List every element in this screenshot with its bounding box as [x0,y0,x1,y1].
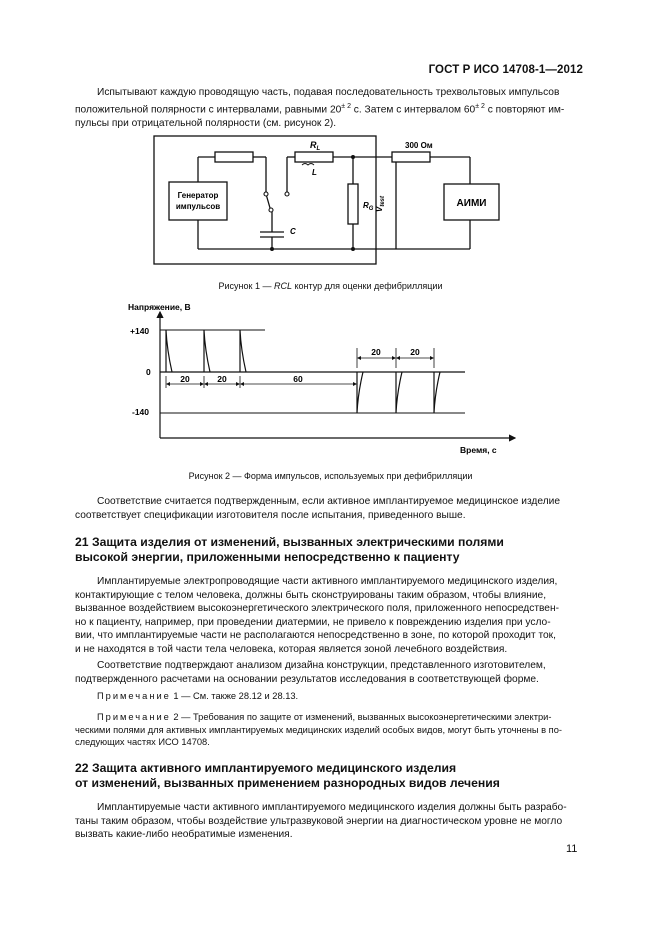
pulse-neg-3 [433,371,441,414]
label-rg: RG [363,201,374,212]
tick-zero: 0 [146,367,151,377]
pulse-pos-2 [203,329,211,373]
pulse-pos-1 [165,329,173,373]
resistor-rg [347,183,359,225]
interval-label-1: 20 [180,374,190,384]
figure-2-waveform: Напряжение, В Время, с +140 0 -140 20 20… [128,302,517,455]
label-vtest: Vtest [375,195,386,212]
document-header: ГОСТ Р ИСО 14708-1—2012 [428,64,583,76]
x-axis-label: Время, с [460,445,497,455]
note-1: Примечание 1 — См. также 28.12 и 28.13. [97,691,299,701]
pulse-pos-3 [239,329,247,373]
section-21-paragraph-1: Имплантируемые электропроводящие части а… [75,576,559,655]
section-21-paragraph-2: Соответствие подтверждают анализом дизай… [75,660,546,685]
svg-text:импульсов: импульсов [176,202,220,211]
interval-label-4: 20 [371,347,381,357]
section-22-paragraph-1: Имплантируемые части активного имплантир… [75,802,567,841]
interval-label-3: 60 [293,374,303,384]
interval-label-5: 20 [410,347,420,357]
resistor-rl [294,151,334,163]
aimi-box [443,183,500,221]
conformity-paragraph: Соответствие считается подтвержденным, е… [75,496,560,521]
interval-label-2: 20 [217,374,227,384]
note-2: Примечание 2 — Требования по защите от и… [75,712,562,747]
resistor-1 [214,151,254,163]
intro-paragraph: Испытывают каждую проводящую часть, пода… [75,87,565,129]
figure-1-circuit: Генератор импульсов АИМИ RL L C RG 300 О… [153,135,500,265]
aimi-label: АИМИ [457,198,487,209]
resistor-300-ohm [391,151,431,163]
tick-minus-140: -140 [132,407,149,417]
circuit-frame [153,135,377,265]
pulse-neg-2 [395,371,403,414]
pulse-neg-1 [356,371,364,414]
section-22-title: 22 Защита активного имплантируемого меди… [75,761,500,790]
label-l: L [312,168,317,177]
figure-2-caption: Рисунок 2 — Форма импульсов, используемы… [188,471,473,481]
tick-plus-140: +140 [130,326,149,336]
intro-line-1: Испытывают каждую проводящую часть, пода… [97,87,560,98]
svg-text:Генератор: Генератор [178,191,219,200]
label-c: C [290,227,296,236]
y-axis-label: Напряжение, В [128,302,191,312]
figure-1-caption: Рисунок 1 — RCL контур для оценки дефибр… [218,281,443,291]
label-rl: RL [310,140,321,152]
label-300-ohm: 300 Ом [405,141,433,150]
page-number: 11 [566,843,578,855]
section-21-title: 21 Защита изделия от изменений, вызванны… [75,535,504,564]
pulse-generator-box [168,181,228,221]
